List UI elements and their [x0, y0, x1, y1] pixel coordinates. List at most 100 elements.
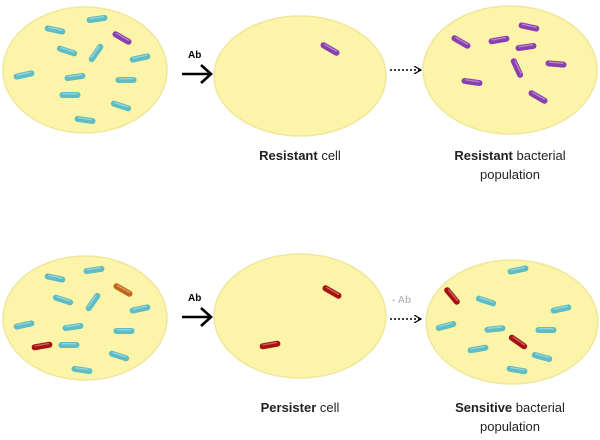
bacterium-highlight — [116, 32, 130, 41]
bacterium-resistant — [545, 60, 567, 68]
bacterium-sensitive — [113, 328, 135, 334]
bacterium-highlight — [514, 60, 522, 75]
bacterium-highlight — [132, 305, 148, 310]
bacterium-highlight — [47, 274, 63, 279]
bacterium-sensitive — [535, 327, 557, 333]
bacterium-highlight — [487, 326, 503, 330]
caption-persister-cell-rest: cell — [316, 400, 340, 415]
caption-persister-cell-bold: Persister — [260, 400, 317, 415]
arrow-label-minus-ab: - Ab — [392, 295, 412, 306]
bacterium-resistant — [320, 42, 340, 56]
bacterium-resistant — [451, 35, 471, 49]
bacterium-highlight — [538, 328, 554, 330]
bacterium-sensitive — [85, 292, 101, 312]
arrow-label-ab-row1: Ab — [188, 50, 202, 61]
bacterium-highlight — [87, 294, 97, 308]
bacterium-sensitive — [56, 45, 78, 57]
bacterium-sensitive — [484, 325, 506, 333]
bacterium-highlight — [132, 54, 148, 59]
bacterium-sensitive — [507, 265, 529, 275]
bacterium-sensitive — [59, 92, 81, 98]
bacterium-sensitive — [13, 320, 35, 330]
bacterium-highlight — [34, 342, 50, 347]
bacteria-layer — [13, 14, 572, 375]
caption-sensitive-population-line2: population — [480, 419, 540, 434]
arrow-antibiotic-row1 — [182, 64, 213, 84]
bacterium-highlight — [116, 329, 132, 331]
bacterium-highlight — [118, 78, 134, 80]
bacterium-highlight — [60, 46, 75, 53]
bacterium-sensitive — [467, 344, 489, 354]
bacterium-highlight — [464, 79, 480, 83]
bacterium-sensitive — [44, 273, 66, 283]
bacterium-persister — [444, 287, 460, 305]
bacterium-sensitive — [71, 365, 93, 375]
bacterium-sensitive — [115, 77, 137, 83]
bacterium-highlight — [479, 296, 494, 303]
bacterium-highlight — [90, 45, 100, 59]
bacterium-highlight — [535, 353, 550, 359]
bacterium-highlight — [326, 286, 340, 295]
bacterium-highlight — [518, 44, 534, 48]
bacterium-highlight — [455, 36, 469, 45]
bacterium-sensitive — [74, 115, 96, 125]
bacterium-highlight — [77, 117, 93, 121]
bacterium-highlight — [117, 284, 131, 293]
bacterium-persister — [322, 285, 342, 299]
bacterium-highlight — [324, 43, 338, 52]
bacterium-sensitive — [62, 322, 84, 332]
bacterium-highlight — [47, 26, 63, 31]
bacterium-sensitive — [83, 265, 105, 275]
caption-sensitive-population: Sensitive bacterial population — [440, 398, 580, 436]
bacterium-resistant — [510, 58, 524, 78]
bacterium-highlight — [521, 23, 537, 28]
bacterium-highlight — [67, 74, 83, 78]
caption-resistant-cell-rest: cell — [317, 148, 341, 163]
bacterium-resistant — [518, 22, 540, 32]
bacterium-sensitive — [88, 43, 104, 63]
bacterium-sensitive — [129, 53, 151, 63]
caption-persister-cell: Persister cell — [240, 398, 360, 417]
bacterium-highlight — [447, 289, 459, 302]
dish-resistant-population — [422, 5, 598, 135]
bacterium-highlight — [89, 16, 105, 20]
bacterium-highlight — [65, 324, 81, 328]
caption-sensitive-population-rest: bacterial — [512, 400, 565, 415]
bacterium-sensitive — [475, 295, 497, 307]
bacterium-highlight — [438, 322, 453, 328]
bacterium-sensitive — [58, 342, 80, 348]
caption-resistant-population-line2: population — [480, 167, 540, 182]
bacterium-sensitive — [13, 70, 35, 80]
bacterium-sensitive — [531, 352, 553, 362]
bacterium-mutant — [113, 283, 133, 297]
bacterium-sensitive — [506, 365, 528, 375]
caption-resistant-population: Resistant bacterial population — [440, 146, 580, 184]
bacterium-sensitive — [110, 100, 132, 112]
bacterium-highlight — [62, 93, 78, 95]
bacterium-highlight — [512, 336, 526, 346]
bacterium-resistant — [528, 90, 548, 104]
bacterium-highlight — [532, 91, 546, 100]
bacterium-highlight — [16, 71, 32, 76]
bacterium-highlight — [548, 61, 564, 64]
bacterium-highlight — [114, 101, 129, 108]
caption-resistant-population-rest: bacterial — [512, 148, 566, 163]
bacterium-highlight — [56, 295, 71, 302]
bacterium-resistant — [112, 31, 132, 45]
bacterium-highlight — [470, 345, 486, 350]
bacterium-resistant — [461, 77, 483, 87]
bacterium-highlight — [509, 366, 525, 371]
arrow-antibiotic-row2 — [182, 307, 213, 327]
bacterium-highlight — [491, 36, 507, 41]
bacterium-highlight — [86, 267, 102, 271]
bacterium-highlight — [16, 321, 32, 326]
bacterium-highlight — [112, 351, 127, 358]
bacterium-resistant — [488, 35, 510, 45]
caption-resistant-cell-bold: Resistant — [259, 148, 318, 163]
bacterium-persister — [508, 334, 528, 350]
dish-persister-cell — [213, 253, 387, 379]
bacterium-highlight — [510, 266, 526, 271]
bacterium-sensitive — [64, 72, 86, 82]
bacterium-highlight — [553, 305, 569, 310]
